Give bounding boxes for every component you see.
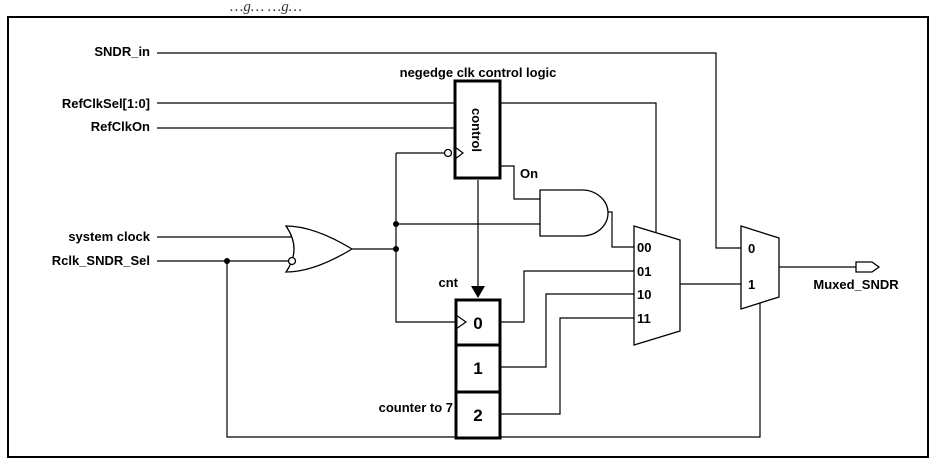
junction-dot [224, 258, 230, 264]
or-gate [284, 225, 354, 273]
clock-edge-marker [455, 314, 468, 330]
and-gate [539, 189, 609, 237]
output-label-muxed-sndr: Muxed_SNDR [813, 277, 899, 292]
counter-label: counter to 7 [379, 400, 453, 415]
mux-4to1 [633, 225, 681, 346]
caption-text: …g… …g… [230, 0, 302, 15]
control-block [453, 79, 502, 180]
input-label-system-clock: system clock [68, 229, 150, 244]
junction-dot [393, 246, 399, 252]
mux2-input-label: 0 [748, 241, 755, 256]
diagram-frame [7, 16, 929, 458]
arrow-head [471, 286, 485, 298]
input-label-refclkon: RefClkOn [91, 119, 150, 134]
signal-label-on: On [520, 166, 538, 181]
control-block-label: control [469, 108, 484, 152]
mux-2to1 [740, 225, 780, 310]
counter-bit-label: 0 [473, 314, 482, 333]
wiring [157, 52, 856, 438]
counter-bit-label: 2 [473, 406, 482, 425]
inversion-bubble [443, 148, 453, 158]
counter-bit-1 [454, 343, 502, 394]
input-label-rclk-sndr-sel: Rclk_SNDR_Sel [52, 253, 150, 268]
mux4-input-label: 11 [637, 311, 651, 326]
counter-bit-label: 1 [473, 359, 482, 378]
counter-bit-0 [454, 298, 502, 347]
junction-dot [393, 221, 399, 227]
output-port [855, 261, 881, 273]
clock-edge-marker [454, 146, 464, 160]
inversion-bubble [287, 256, 297, 266]
control-block-title: negedge clk control logic [400, 65, 557, 80]
input-label-refclksel: RefClkSel[1:0] [62, 96, 150, 111]
mux4-input-label: 10 [637, 287, 651, 302]
counter-bit-2 [454, 390, 502, 440]
mux4-input-label: 01 [637, 264, 651, 279]
signal-label-cnt: cnt [439, 275, 459, 290]
mux2-input-label: 1 [748, 277, 755, 292]
mux4-input-label: 00 [637, 240, 651, 255]
input-label-sndr-in: SNDR_in [94, 44, 150, 59]
